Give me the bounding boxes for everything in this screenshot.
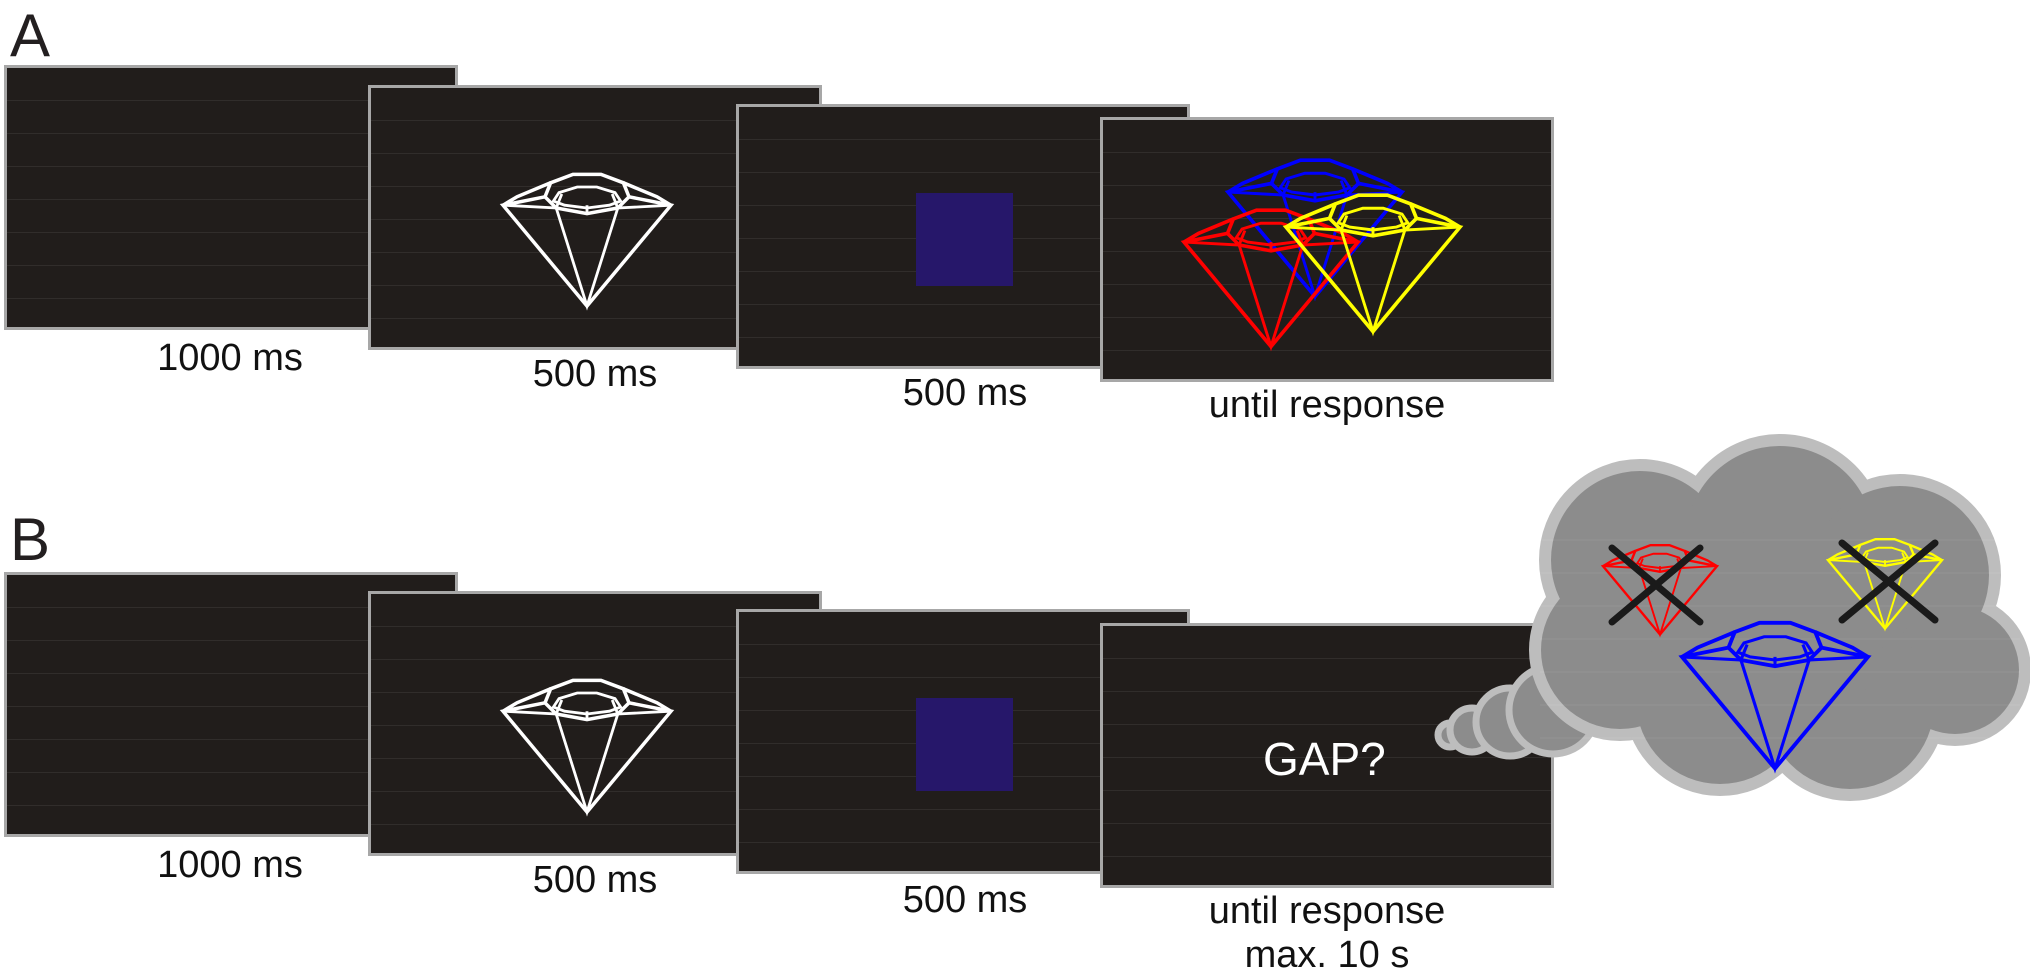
panel-b-timing-3: 500 ms xyxy=(902,879,1028,921)
panel-b-screen-prompt: GAP? xyxy=(1100,623,1554,888)
cloud-body xyxy=(1529,434,2030,801)
panel-a-timing-4: until response xyxy=(1208,384,1446,426)
panel-b-timing-1: 1000 ms xyxy=(157,844,303,886)
cross-icon xyxy=(1608,539,1939,626)
panel-b-timing-2: 500 ms xyxy=(532,859,658,901)
panel-b-timing-4: until response xyxy=(1208,890,1446,932)
panel-letter-b: B xyxy=(10,506,51,573)
mask-square xyxy=(916,193,1013,286)
panel-letter-a: A xyxy=(10,2,51,69)
panel-a-timing-1: 1000 ms xyxy=(157,337,303,379)
gap-prompt: GAP? xyxy=(1263,733,1386,785)
panel-a-timing-2: 500 ms xyxy=(532,353,658,395)
panel-a-screen-choice xyxy=(1100,117,1554,382)
panel-a-timing-3: 500 ms xyxy=(902,372,1028,414)
mask-square xyxy=(916,698,1013,791)
panel-b-timing-5: max. 10 s xyxy=(1244,934,1410,976)
